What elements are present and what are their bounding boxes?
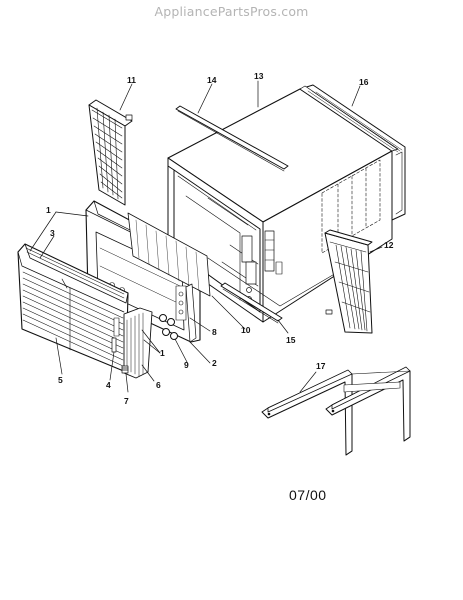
callout-3: 3 — [50, 228, 55, 238]
rear-grille — [299, 84, 406, 221]
front-grille — [17, 243, 129, 373]
callout-10: 10 — [241, 325, 251, 335]
callout-12: 12 — [384, 240, 394, 250]
callout-2: 2 — [212, 358, 217, 368]
callout-14: 14 — [207, 75, 217, 85]
bottom-rail — [220, 282, 283, 324]
top-rail — [175, 105, 289, 172]
callout-6: 6 — [156, 380, 161, 390]
callout-7: 7 — [124, 396, 129, 406]
callout-9: 9 — [184, 360, 189, 370]
callout-17: 17 — [316, 361, 326, 371]
callout-16: 16 — [359, 77, 369, 87]
watermark-text: AppliancePartsPros.com — [154, 4, 309, 19]
callout-4: 4 — [106, 380, 111, 390]
revision-date: 07/00 — [289, 487, 327, 503]
cabinet — [167, 88, 393, 323]
side-bracket — [185, 283, 197, 343]
support-bracket — [261, 366, 411, 456]
leader-lines — [29, 80, 383, 393]
callout-1-lower: 1 — [160, 348, 165, 358]
left-side-curtain — [88, 99, 133, 206]
callout-8: 8 — [212, 327, 217, 337]
callout-1-upper: 1 — [46, 205, 51, 215]
control-panel — [113, 307, 153, 379]
callout-15: 15 — [286, 335, 296, 345]
right-side-curtain — [324, 229, 373, 334]
callout-11: 11 — [127, 75, 136, 85]
control-knobs — [159, 314, 178, 340]
air-filter — [127, 212, 211, 297]
callout-13: 13 — [254, 71, 264, 81]
callout-5: 5 — [58, 375, 63, 385]
